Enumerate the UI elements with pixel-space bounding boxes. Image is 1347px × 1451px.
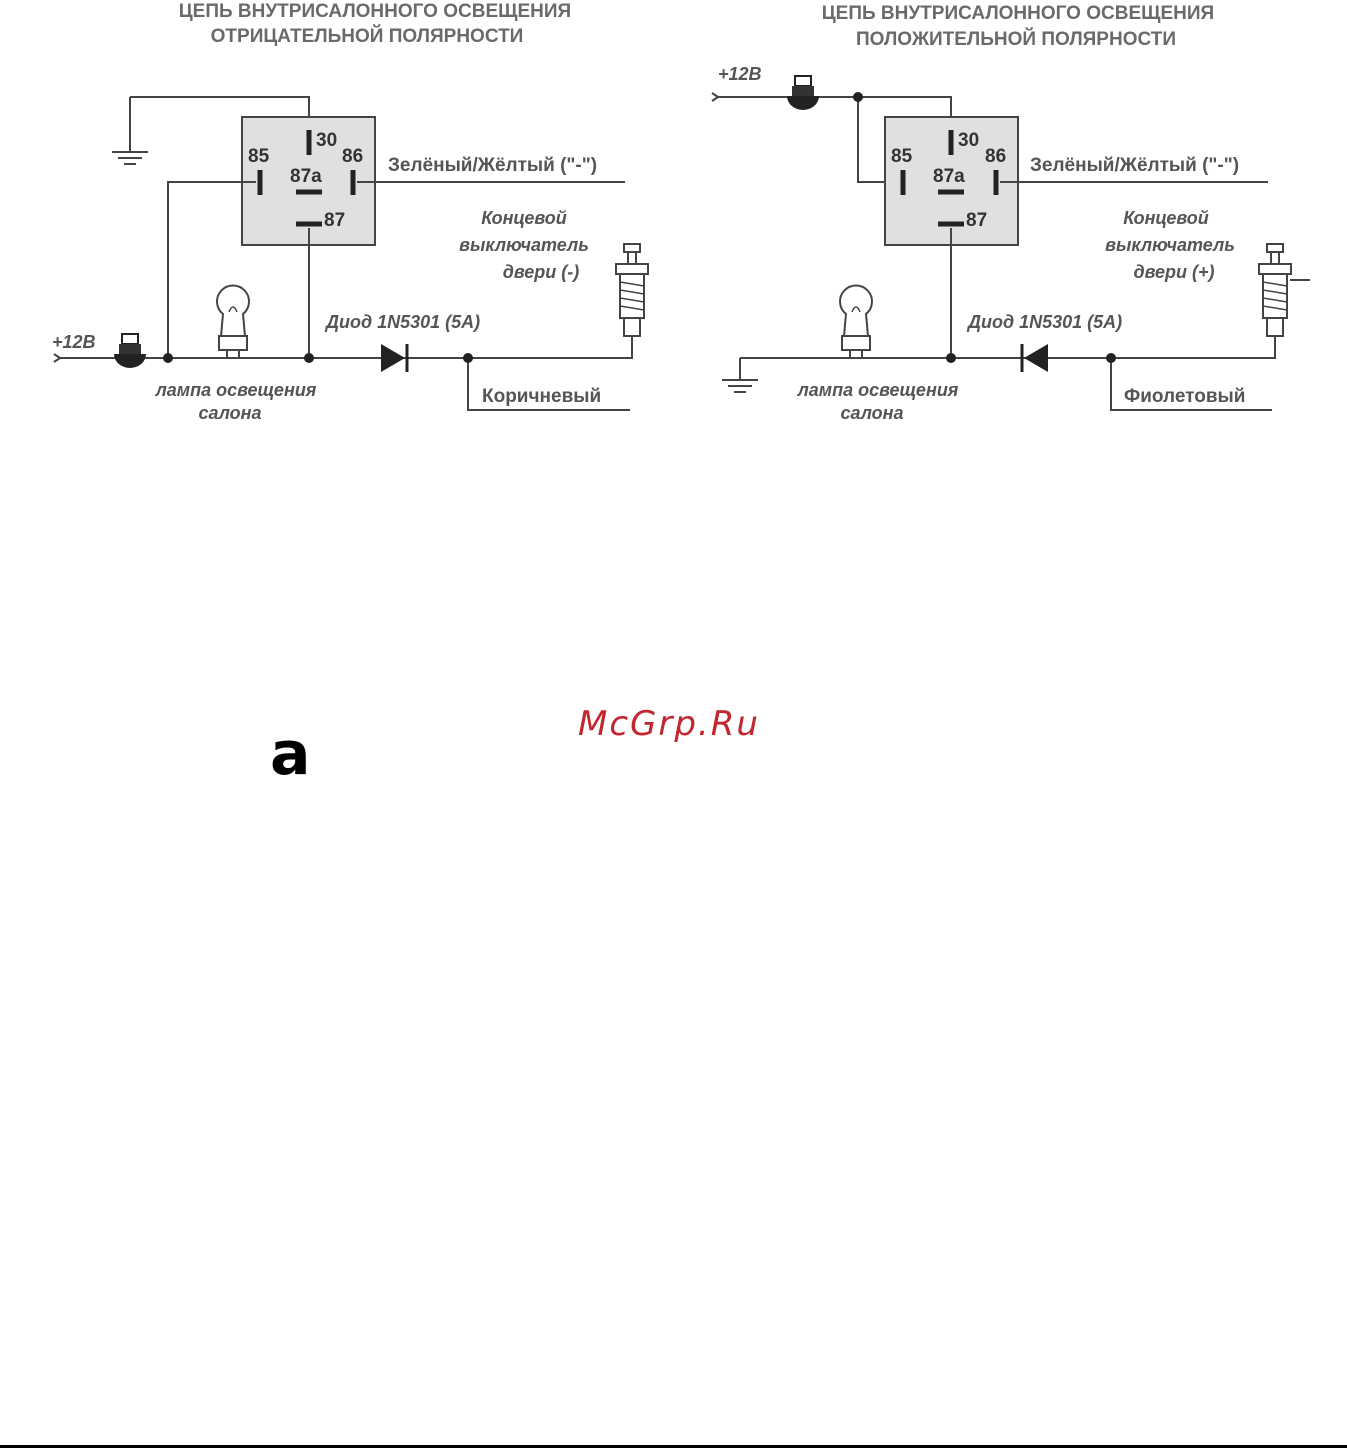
lamp-label-2: салона (840, 403, 903, 423)
lamp-label-1: лампа освещения (797, 380, 959, 400)
relay-wire-label: Зелёный/Жёлтый ("-") (388, 155, 597, 176)
fuse-icon (113, 333, 147, 369)
lamp-icon (839, 284, 873, 359)
door-switch-icon (615, 243, 649, 337)
diode-label: Диод 1N5301 (5A) (966, 312, 1122, 332)
bottom-wire-label: Коричневый (482, 386, 601, 407)
diagram-negative-polarity: ЦЕПЬ ВНУТРИСАЛОННОГО ОСВЕЩЕНИЯ ОТРИЦАТЕЛ… (52, 1, 649, 423)
ground-icon (111, 151, 149, 165)
pin-85: 85 (248, 146, 270, 167)
switch-label-3: двери (+) (1133, 262, 1214, 282)
pin-87a: 87a (290, 166, 322, 187)
page-glyph: a (270, 719, 311, 789)
watermark: McGrp.Ru (578, 704, 760, 744)
switch-label-3: двери (-) (503, 262, 580, 282)
diode-icon (1020, 344, 1048, 372)
pin-87: 87 (324, 210, 345, 231)
relay-wire-label: Зелёный/Жёлтый ("-") (1030, 155, 1239, 176)
switch-label-1: Концевой (481, 208, 567, 228)
title-line2: ОТРИЦАТЕЛЬНОЙ ПОЛЯРНОСТИ (211, 25, 524, 47)
pin-85: 85 (891, 146, 913, 167)
switch-label-2: выключатель (459, 235, 589, 255)
wiring-diagrams: ЦЕПЬ ВНУТРИСАЛОННОГО ОСВЕЩЕНИЯ ОТРИЦАТЕЛ… (52, 1, 1310, 423)
switch-label-2: выключатель (1105, 235, 1235, 255)
lamp-label-2: салона (198, 403, 261, 423)
door-switch-icon (1258, 243, 1292, 337)
title-line1: ЦЕПЬ ВНУТРИСАЛОННОГО ОСВЕЩЕНИЯ (179, 1, 571, 22)
switch-label-1: Концевой (1123, 208, 1209, 228)
pin-87a: 87a (933, 166, 965, 187)
lamp-icon (216, 284, 250, 359)
power-label: +12В (52, 332, 96, 352)
pin-30: 30 (316, 130, 337, 151)
pin-86: 86 (985, 146, 1006, 167)
footer-rule (0, 1445, 1347, 1448)
pin-87: 87 (966, 210, 987, 231)
diode-label: Диод 1N5301 (5A) (324, 312, 480, 332)
diode-icon (381, 344, 409, 372)
pin-86: 86 (342, 146, 363, 167)
ground-icon (721, 379, 759, 393)
bottom-wire-label: Фиолетовый (1124, 386, 1245, 407)
diagram-positive-polarity: ЦЕПЬ ВНУТРИСАЛОННОГО ОСВЕЩЕНИЯ ПОЛОЖИТЕЛ… (711, 3, 1310, 423)
fuse-icon (786, 75, 820, 111)
lamp-label-1: лампа освещения (155, 380, 317, 400)
pin-30: 30 (958, 130, 979, 151)
title-line1: ЦЕПЬ ВНУТРИСАЛОННОГО ОСВЕЩЕНИЯ (822, 3, 1214, 24)
title-line2: ПОЛОЖИТЕЛЬНОЙ ПОЛЯРНОСТИ (856, 28, 1176, 50)
power-label: +12В (718, 64, 762, 84)
